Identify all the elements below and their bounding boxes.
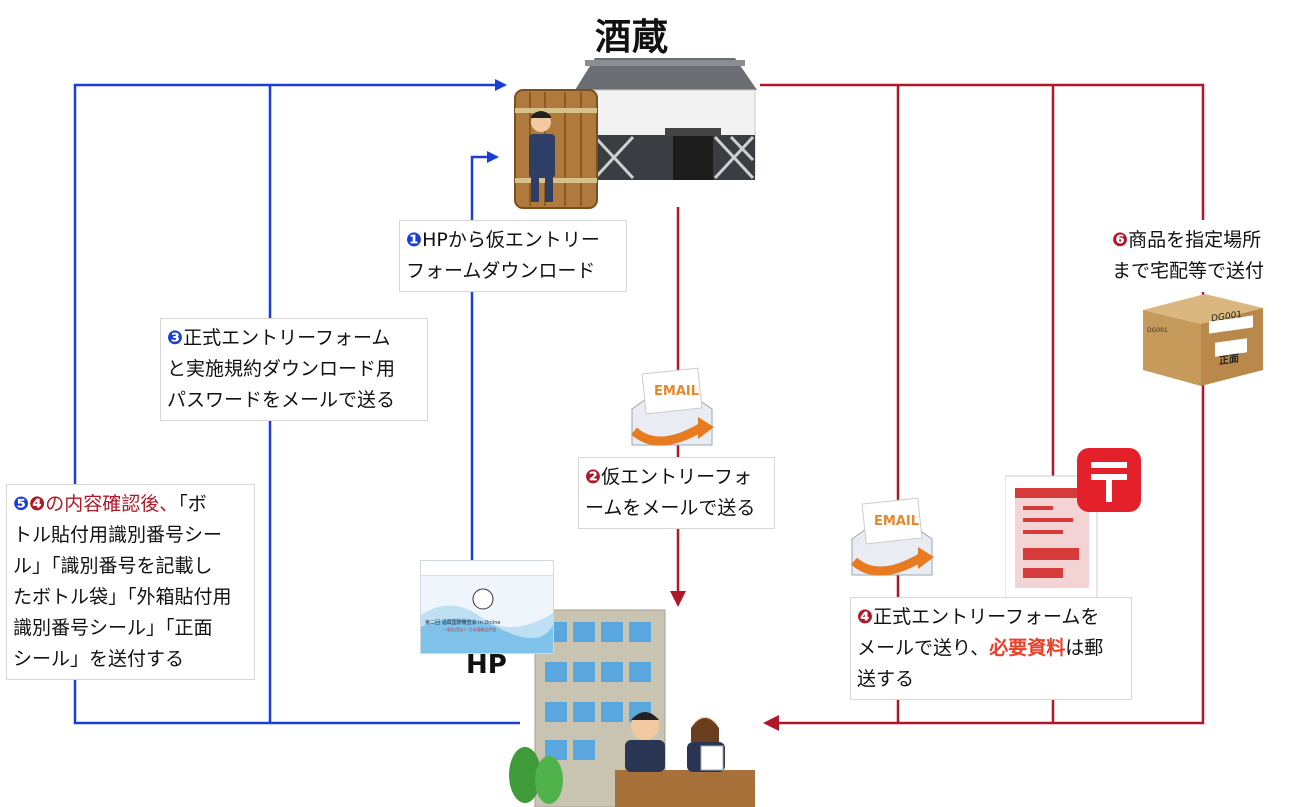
letter-pack-mail-icon: [1005, 448, 1141, 605]
cardboard-box-icon: DG001 正面 DG001: [1143, 294, 1263, 386]
step5-line1-rest: 「ボ: [178, 493, 207, 515]
step5-box: ❺❹の内容確認後、「ボ トル貼付用識別番号シー ル」「識別番号を記載し たボトル…: [6, 484, 255, 680]
step3-line3: パスワードをメールで送る: [167, 389, 396, 411]
step6-box: ❻商品を指定場所 まで宅配等で送付: [1105, 220, 1293, 292]
step1-line1: HPから仮エントリー: [422, 229, 600, 251]
email-icon: EMAIL: [630, 367, 714, 446]
step2-line1: 仮エントリーフォ: [601, 466, 752, 488]
step5-line4: たボトル袋」「外箱貼付用: [13, 586, 232, 608]
blue-loop-step5: [73, 79, 520, 725]
brewery-title: 酒蔵: [595, 17, 670, 58]
step4-line1: 正式エントリーフォームを: [873, 606, 1100, 628]
box-front-label: 正面: [1219, 352, 1239, 367]
website-line2: 一般社団法人 日本酒類品評会: [443, 627, 497, 632]
hp-label: HP: [466, 650, 507, 680]
step3-box: ❸正式エントリーフォーム と実施規約ダウンロード用 パスワードをメールで送る: [160, 318, 428, 421]
step1-number: ❶: [406, 229, 423, 251]
office-building-illustration: [509, 609, 755, 807]
step4-box: ❹正式エントリーフォームを メールで送り、必要資料は郵 送する: [850, 597, 1132, 700]
wave-graphic: [421, 588, 553, 653]
email-text-2: EMAIL: [874, 514, 919, 529]
step6-number: ❻: [1112, 229, 1129, 251]
box-code-label: DG001: [1211, 310, 1242, 324]
hp-website-thumbnail: 第二回 酒蔵国際審査会 in Online 一般社団法人 日本酒類品評会: [420, 560, 554, 654]
step1-line2: フォームダウンロード: [406, 260, 596, 282]
step4-line2a: メールで送り、: [857, 637, 990, 659]
step1-box: ❶HPから仮エントリー フォームダウンロード: [399, 220, 627, 292]
step2-number: ❷: [585, 466, 602, 488]
box-small-label: DG001: [1147, 327, 1168, 334]
step5-line1-red: の内容確認後、: [45, 493, 179, 515]
step5-line2: トル貼付用識別番号シー: [13, 524, 223, 546]
website-line1: 第二回 酒蔵国際審査会 in Online: [425, 620, 501, 626]
step2-box: ❷仮エントリーフォ ームをメールで送る: [578, 457, 775, 529]
step5-ref-number: ❹: [29, 493, 46, 515]
step6-line1: 商品を指定場所: [1128, 229, 1262, 251]
step4-number: ❹: [857, 606, 874, 628]
step5-number: ❺: [13, 493, 30, 515]
step6-line2: まで宅配等で送付: [1112, 260, 1265, 282]
step3-line2: と実施規約ダウンロード用: [167, 358, 396, 380]
step5-line3: ル」「識別番号を記載し: [13, 555, 213, 577]
step5-line6: シール」を送付する: [13, 648, 185, 670]
step4-required-docs: 必要資料: [989, 637, 1066, 659]
step5-line5: 識別番号シール」「正面: [13, 617, 213, 639]
step2-line2: ームをメールで送る: [585, 497, 756, 519]
step4-line2c: は郵: [1065, 637, 1104, 659]
email-icon-2: EMAIL: [850, 497, 934, 576]
step4-line3: 送する: [857, 668, 915, 690]
red-loop-outer: [760, 83, 1205, 731]
step3-line1: 正式エントリーフォーム: [183, 327, 391, 349]
blue-line-step1: [470, 151, 499, 560]
step3-number: ❸: [167, 327, 184, 349]
email-text: EMAIL: [654, 384, 699, 399]
brewery-building-illustration: [514, 58, 757, 209]
